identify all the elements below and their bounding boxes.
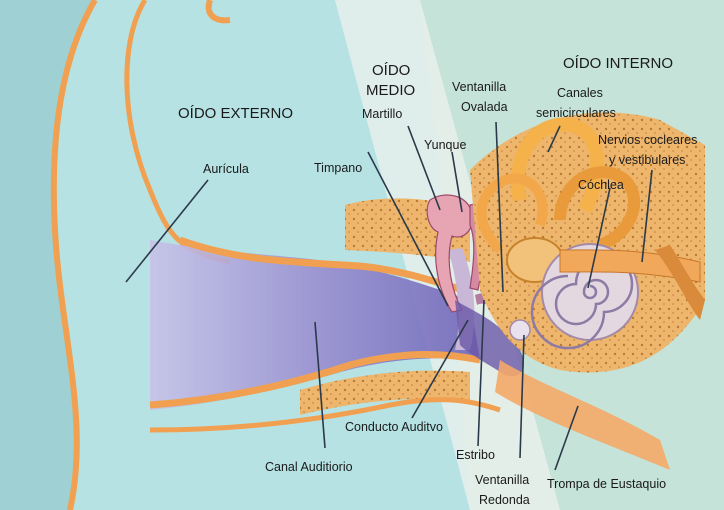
section-middle-ear-line1: OÍDO <box>372 62 410 79</box>
label-coclea: Cóchlea <box>578 178 624 192</box>
label-ventanilla-redonda-2: Redonda <box>479 493 530 507</box>
label-conducto: Conducto Auditvo <box>345 420 443 434</box>
label-estribo: Estribo <box>456 448 495 462</box>
section-outer-ear: OÍDO EXTERNO <box>178 105 293 122</box>
label-nervios-1: Nervios cocleares <box>598 133 697 147</box>
label-canales-1: Canales <box>557 86 603 100</box>
label-yunque: Yunque <box>424 138 466 152</box>
label-timpano: Timpano <box>314 161 362 175</box>
label-canal: Canal Auditiorio <box>265 460 353 474</box>
label-canales-2: semicirculares <box>536 106 616 120</box>
section-middle-ear-line2: MEDIO <box>366 82 415 99</box>
section-inner-ear: OÍDO INTERNO <box>563 55 673 72</box>
label-ventanilla-ovalada-1: Ventanilla <box>452 80 506 94</box>
label-ventanilla-redonda-1: Ventanilla <box>475 473 529 487</box>
label-martillo: Martillo <box>362 107 402 121</box>
label-nervios-2: y vestibulares <box>609 153 685 167</box>
label-auricula: Aurícula <box>203 162 249 176</box>
round-window <box>510 320 530 340</box>
label-trompa: Trompa de Eustaquio <box>547 477 666 491</box>
label-ventanilla-ovalada-2: Ovalada <box>461 100 508 114</box>
